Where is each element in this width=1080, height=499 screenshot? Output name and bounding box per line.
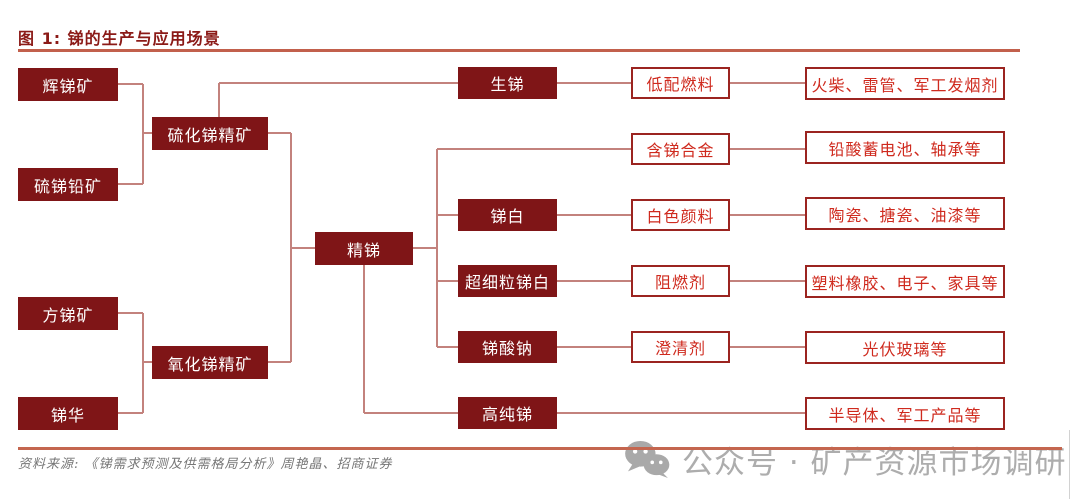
connector-line: [363, 265, 365, 413]
connector-line: [219, 82, 458, 84]
node-antimony-alloy: 含锑合金: [631, 133, 730, 165]
connector-line: [437, 148, 631, 150]
node-app-pv-glass: 光伏玻璃等: [805, 331, 1005, 364]
connector-line: [118, 412, 143, 414]
connector-line: [730, 280, 805, 282]
connector-line: [268, 132, 291, 134]
connector-line: [118, 183, 143, 185]
connector-line: [118, 312, 143, 314]
node-sodium-antimonate: 锑酸钠: [458, 331, 557, 363]
node-clarifier: 澄清剂: [631, 331, 730, 363]
node-app-semiconductor: 半导体、军工产品等: [805, 397, 1005, 430]
connector-line: [218, 83, 220, 117]
connector-line: [730, 346, 805, 348]
node-white-pigment: 白色颜料: [631, 199, 730, 231]
page-edge-artifact: [1069, 430, 1070, 499]
title-underline: [18, 49, 1020, 52]
connector-line: [118, 83, 143, 85]
watermark-text: 公众号 · 矿产资源市场调研: [682, 444, 1067, 481]
node-valentinite: 锑华: [18, 397, 118, 430]
connector-line: [730, 214, 805, 216]
connector-line: [730, 148, 805, 150]
connector-line: [730, 82, 805, 84]
connector-line: [437, 346, 458, 348]
node-high-purity-antimony: 高纯锑: [458, 397, 557, 429]
connector-line: [437, 214, 458, 216]
node-app-plastics: 塑料橡胶、电子、家具等: [805, 265, 1005, 298]
node-low-grade-fuel: 低配燃料: [631, 67, 730, 99]
node-stibnite: 辉锑矿: [18, 68, 118, 101]
connector-line: [557, 82, 631, 84]
node-cervantite: 方锑矿: [18, 297, 118, 330]
node-antimony-white: 锑白: [458, 199, 557, 231]
bottom-rule: [18, 447, 1062, 450]
node-app-matches: 火柴、雷管、军工发烟剂: [805, 67, 1005, 100]
connector-line: [291, 247, 315, 249]
connector-line: [142, 84, 144, 184]
figure-title: 图 1: 锑的生产与应用场景: [18, 29, 221, 48]
connector-line: [557, 412, 805, 414]
connector-line: [557, 214, 631, 216]
node-app-ceramics: 陶瓷、搪瓷、油漆等: [805, 197, 1005, 230]
connector-line: [436, 149, 438, 347]
node-flame-retardant: 阻燃剂: [631, 265, 730, 297]
node-sulfur-lead-ore: 硫锑铅矿: [18, 168, 118, 201]
connector-line: [437, 280, 458, 282]
node-oxide-concentrate: 氧化锑精矿: [152, 346, 268, 379]
connector-line: [143, 132, 152, 134]
node-ultrafine-antimony-white: 超细粒锑白: [458, 265, 557, 297]
wechat-icon: [624, 440, 670, 478]
connector-line: [143, 361, 152, 363]
connector-line: [142, 313, 144, 413]
watermark: 公众号 · 矿产资源市场调研: [624, 436, 1067, 482]
node-refined-antimony: 精锑: [315, 232, 413, 265]
connector-line: [268, 361, 291, 363]
connector-line: [364, 412, 458, 414]
connector-line: [557, 280, 631, 282]
source-note: 资料来源: 《锑需求预测及供需格局分析》周艳晶、招商证券: [18, 457, 393, 472]
node-crude-antimony: 生锑: [458, 67, 557, 99]
node-sulfide-concentrate: 硫化锑精矿: [152, 117, 268, 150]
connector-line: [557, 346, 631, 348]
node-app-battery: 铅酸蓄电池、轴承等: [805, 131, 1005, 164]
connector-line: [413, 247, 437, 249]
